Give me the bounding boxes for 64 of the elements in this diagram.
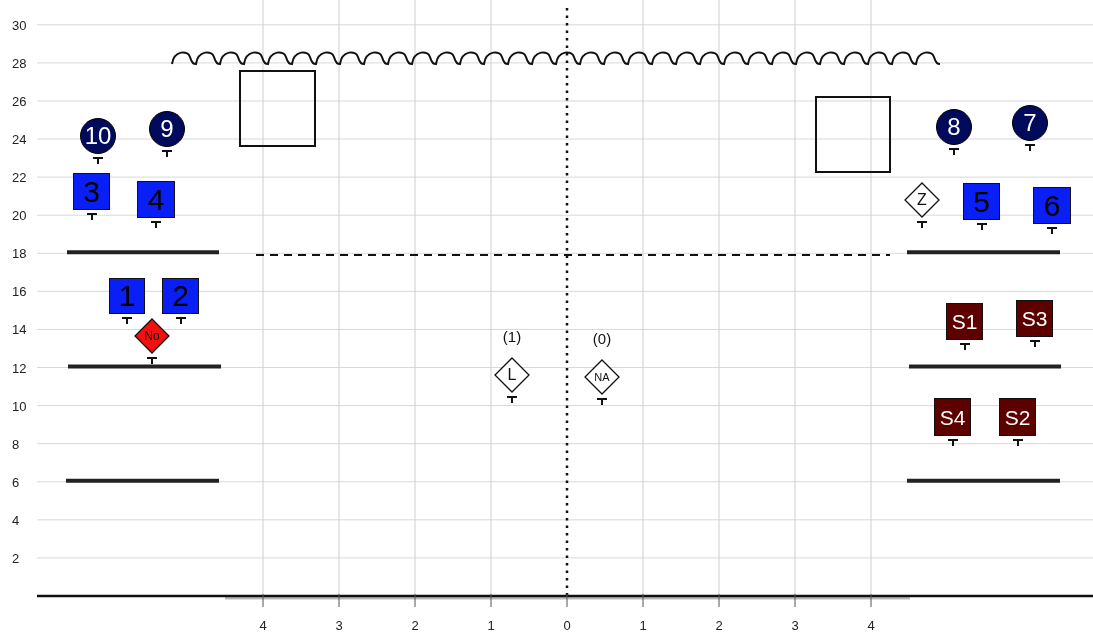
marker-label: 9 bbox=[160, 117, 174, 141]
square-marker bbox=[137, 181, 175, 218]
empty-square bbox=[239, 70, 316, 147]
diamond-marker bbox=[584, 359, 620, 395]
marker-label: 4 bbox=[147, 184, 165, 215]
marker-label: 10 bbox=[84, 124, 112, 148]
y-axis-tick-label: 28 bbox=[12, 55, 27, 71]
x-axis-tick-label: 3 bbox=[335, 617, 343, 633]
marker-caption: (1) bbox=[502, 327, 522, 345]
marker-label: 8 bbox=[947, 115, 961, 139]
x-axis-tick-label: 4 bbox=[259, 617, 267, 633]
y-axis-tick-label: 10 bbox=[12, 398, 27, 414]
x-axis-tick-label: 4 bbox=[867, 617, 875, 633]
y-axis-tick-label: 6 bbox=[12, 474, 20, 490]
y-axis-tick-label: 30 bbox=[12, 17, 27, 33]
marker-label: 6 bbox=[1043, 190, 1061, 221]
marker-label: S1 bbox=[951, 311, 978, 332]
x-axis-tick-label: 1 bbox=[639, 617, 647, 633]
square-marker bbox=[934, 398, 971, 436]
marker-label: 5 bbox=[973, 186, 990, 217]
square-marker bbox=[946, 303, 983, 340]
x-axis-tick-label: 0 bbox=[563, 617, 571, 633]
y-axis-tick-label: 14 bbox=[12, 321, 27, 337]
diamond-marker bbox=[494, 357, 530, 393]
marker-label: 2 bbox=[172, 281, 189, 311]
x-axis-tick-label: 2 bbox=[411, 617, 419, 633]
marker-label: 3 bbox=[83, 176, 100, 207]
circle-marker bbox=[149, 111, 185, 147]
x-axis-tick-label: 3 bbox=[791, 617, 799, 633]
y-axis-tick-label: 8 bbox=[12, 436, 20, 452]
circle-marker bbox=[1012, 105, 1048, 141]
square-marker bbox=[109, 278, 145, 314]
marker-label: 7 bbox=[1023, 111, 1037, 135]
y-axis-tick-label: 24 bbox=[12, 131, 27, 147]
square-marker bbox=[999, 398, 1036, 436]
marker-label: No bbox=[144, 330, 160, 342]
marker-label: Z bbox=[917, 192, 927, 208]
y-axis-tick-label: 26 bbox=[12, 93, 27, 109]
marker-label: S2 bbox=[1004, 406, 1031, 428]
circle-marker bbox=[80, 118, 116, 154]
empty-square bbox=[815, 96, 891, 173]
y-axis-tick-label: 18 bbox=[12, 245, 27, 261]
marker-caption: (0) bbox=[592, 329, 612, 347]
diamond-marker bbox=[134, 318, 170, 354]
square-marker bbox=[1016, 300, 1053, 337]
square-marker bbox=[73, 173, 110, 210]
y-axis-tick-label: 22 bbox=[12, 169, 27, 185]
y-axis-tick-label: 12 bbox=[12, 360, 27, 375]
y-axis-tick-label: 20 bbox=[12, 207, 27, 223]
x-axis-tick-label: 1 bbox=[487, 617, 495, 633]
circle-marker bbox=[936, 109, 972, 145]
square-marker bbox=[1033, 187, 1071, 224]
marker-label: NA bbox=[594, 371, 610, 383]
y-axis-tick-label: 16 bbox=[12, 283, 27, 299]
y-axis-tick-label: 2 bbox=[12, 550, 20, 566]
y-axis-tick-label: 4 bbox=[12, 512, 20, 528]
diamond-marker bbox=[904, 182, 940, 218]
marker-label: S4 bbox=[939, 406, 966, 428]
square-marker bbox=[963, 183, 1000, 220]
x-axis-tick-label: 2 bbox=[715, 617, 723, 633]
marker-label: L bbox=[507, 367, 517, 383]
marker-label: S3 bbox=[1021, 308, 1048, 329]
marker-label: 1 bbox=[118, 281, 136, 311]
square-marker bbox=[162, 278, 199, 314]
